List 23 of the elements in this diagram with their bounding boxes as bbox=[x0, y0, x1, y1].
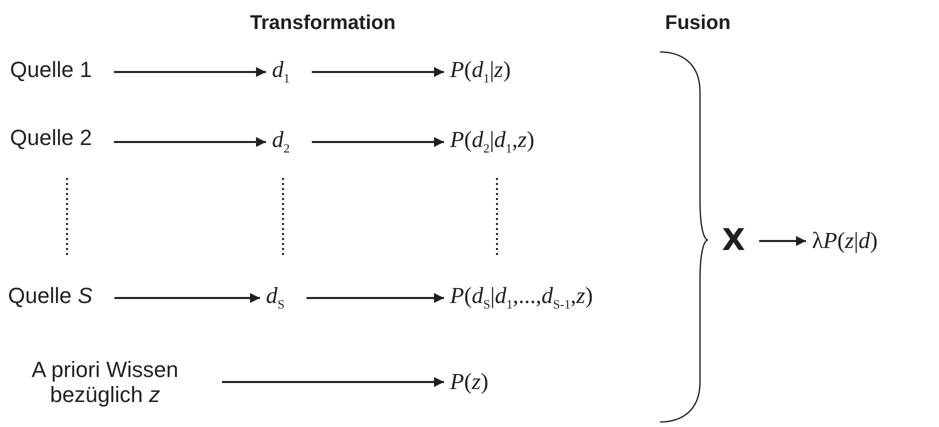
source-label: A priori Wissen bezüglich z bbox=[10, 356, 200, 408]
column-heading: Transformation bbox=[250, 12, 396, 35]
formula-label: P(d$_{1}$|z) bbox=[450, 57, 511, 87]
formula-label: d$_{2}$ bbox=[272, 127, 290, 157]
arrow bbox=[759, 236, 806, 246]
arrow bbox=[222, 377, 444, 387]
source-label: Quelle 1 bbox=[10, 57, 92, 83]
arrow bbox=[312, 137, 444, 147]
formula-label: P(z) bbox=[450, 368, 488, 396]
formula-label: P(d$_{2}$|d$_{1}$,z) bbox=[450, 127, 534, 157]
formula-label: d$_{1}$ bbox=[272, 57, 290, 87]
formula-label: P(d$_{S}$|d$_{1}$,...,d$_{S-1}$,z) bbox=[450, 283, 593, 313]
source-label: Quelle S bbox=[8, 283, 92, 309]
arrow bbox=[306, 293, 444, 303]
arrow bbox=[312, 67, 444, 77]
column-heading: Fusion bbox=[665, 12, 731, 35]
formula-label: λP(z|d) bbox=[812, 228, 878, 254]
formula-label: d$_{S}$ bbox=[266, 283, 285, 313]
source-label: Quelle 2 bbox=[10, 125, 92, 151]
product-symbol: X bbox=[722, 224, 746, 258]
arrow bbox=[114, 67, 266, 77]
arrow bbox=[114, 137, 266, 147]
arrow bbox=[114, 293, 260, 303]
